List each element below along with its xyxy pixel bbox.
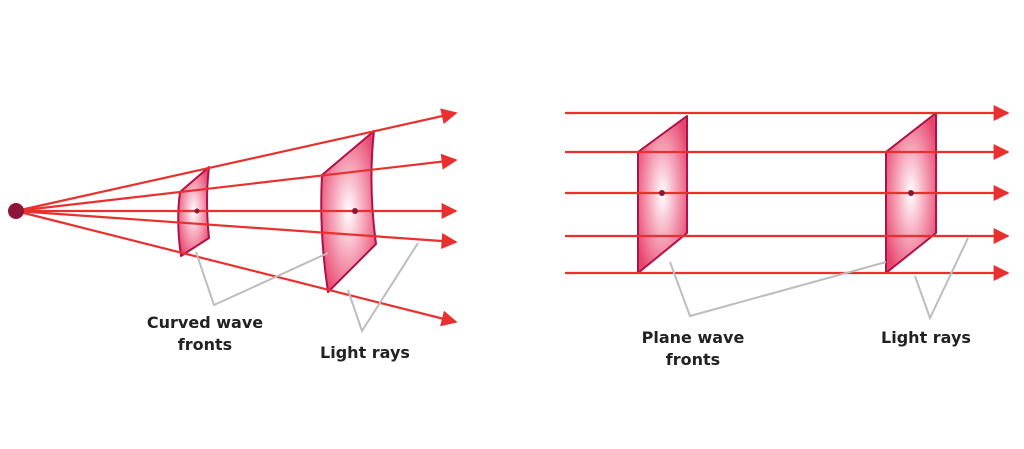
curved-wavefront-label-line2: fronts — [178, 335, 232, 354]
diverging-ray — [15, 209, 458, 249]
wavefront-center-dot — [908, 190, 914, 196]
spherical-wave-panel: Curved wave fronts Light rays — [8, 108, 458, 362]
diverging-ray — [15, 153, 458, 213]
diverging-ray — [15, 108, 458, 213]
light-rays-pointer-right — [914, 237, 969, 321]
wavefront-center-dot — [659, 190, 665, 196]
plane-wave-panel: Plane wave fronts Light rays — [565, 105, 1010, 369]
wavefront-center-dot — [352, 208, 358, 214]
light-rays-pointer-left — [347, 242, 419, 334]
diverging-ray — [15, 209, 458, 327]
plane-wavefront-label-line2: fronts — [666, 350, 720, 369]
point-source — [8, 203, 24, 219]
plane-wavefront-label-line1: Plane wave — [642, 328, 745, 347]
curved-wavefront-pointer — [195, 251, 329, 307]
light-rays-label-left: Light rays — [320, 343, 410, 362]
light-rays-label-right: Light rays — [881, 328, 971, 347]
plane-wavefront-pointer — [669, 261, 887, 318]
curved-wavefront-label-line1: Curved wave — [147, 313, 263, 332]
wavefront-center-dot — [194, 208, 200, 214]
